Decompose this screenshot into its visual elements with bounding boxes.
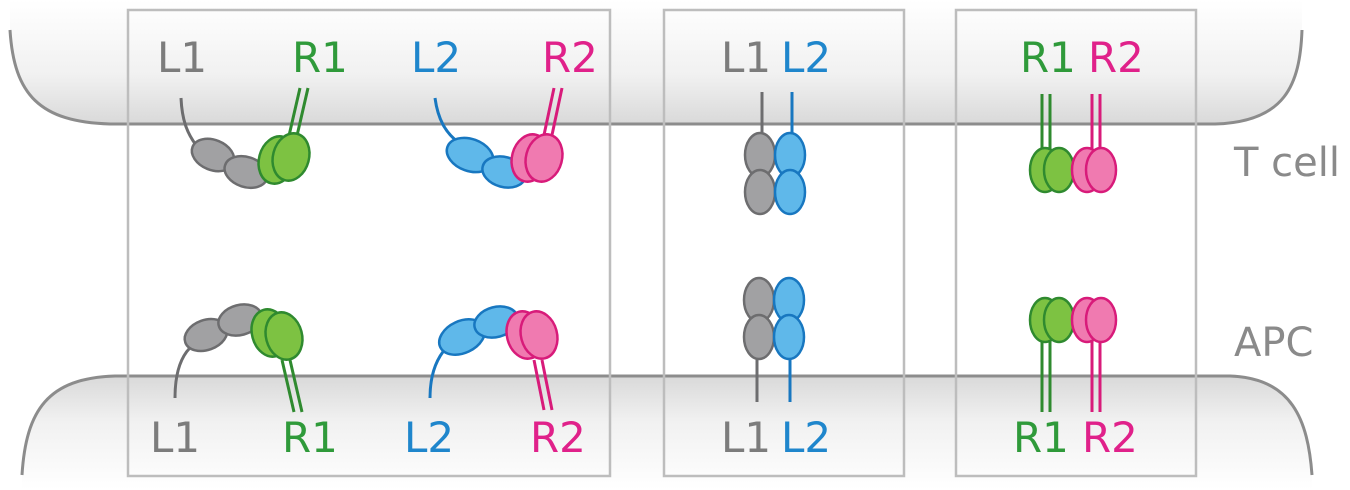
apc-membrane [22, 376, 1312, 490]
r2-domain [1084, 296, 1118, 344]
label-l1: L1 [157, 33, 207, 82]
panel-receptor-cluster [954, 8, 1198, 478]
panel-cis-pairs [126, 8, 612, 478]
t-cell-receptor-cluster [1028, 94, 1118, 194]
r1-domain [1042, 146, 1076, 194]
label-t-cell: T cell [1233, 140, 1340, 186]
panel-ligand-cluster [662, 8, 906, 478]
label-l1: L1 [150, 413, 200, 462]
label-r1: R1 [1013, 413, 1069, 462]
label-r2: R2 [542, 33, 598, 82]
r2-stalk [532, 359, 546, 411]
r2-domain [524, 133, 564, 183]
label-r1: R1 [282, 413, 338, 462]
l1-stalk [179, 97, 198, 146]
r1-domain [1042, 296, 1076, 344]
apc-receptor-cluster [1028, 296, 1118, 412]
t-cell-l1-r1-complex [179, 87, 311, 190]
r1-domain [264, 311, 304, 361]
apc-ligand-cluster [742, 276, 806, 402]
label-r1: R1 [292, 33, 348, 82]
r1-stalk [294, 87, 310, 141]
label-l2: L2 [404, 413, 454, 462]
label-r1: R1 [1020, 33, 1076, 82]
label-l2: L2 [781, 413, 831, 462]
r1-stalk [288, 359, 304, 413]
label-l1: L1 [721, 33, 771, 82]
label-l2: L2 [411, 33, 461, 82]
r2-domain [1084, 146, 1118, 194]
t-cell-ligand-cluster [743, 92, 807, 216]
t-cell-membrane [10, 0, 1302, 124]
label-apc: APC [1234, 320, 1313, 366]
t-cell-l2-r2-complex [433, 87, 564, 189]
label-r2: R2 [1082, 413, 1138, 462]
label-r2: R2 [1088, 33, 1144, 82]
label-l2: L2 [781, 33, 831, 82]
apc-l1-r1-complex [173, 303, 304, 413]
r2-domain [519, 310, 559, 360]
r2-stalk [542, 87, 556, 136]
r1-domain [271, 132, 311, 182]
t-cell-membrane-outline [8, 29, 1304, 126]
label-r2: R2 [530, 413, 586, 462]
l2-domain [773, 168, 807, 216]
r2-stalk [540, 359, 554, 411]
r2-stalk [550, 87, 564, 136]
l1-domain [743, 168, 777, 216]
l1-domain [742, 313, 776, 361]
label-l1: L1 [721, 413, 771, 462]
apc-membrane-outline [20, 374, 1314, 476]
l2-domain [772, 313, 806, 361]
r1-stalk [280, 359, 296, 413]
r1-stalk [286, 87, 302, 141]
apc-l2-r2-complex [428, 305, 559, 411]
